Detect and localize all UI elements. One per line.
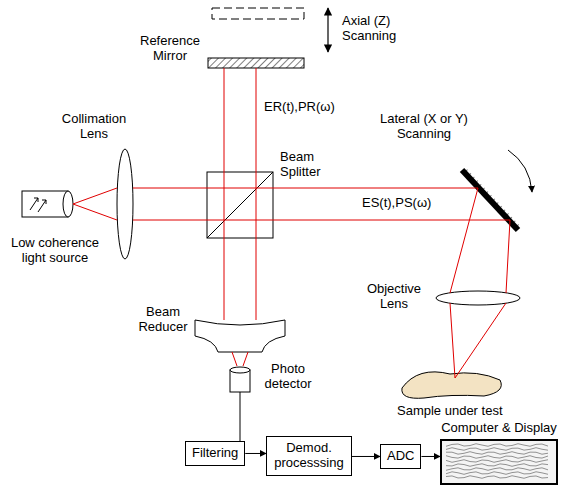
process-box: ADC [380,444,421,469]
image-texture [446,476,548,479]
beam-splitter [207,172,273,238]
light-source [22,191,73,217]
process-box: Demod. processsing [266,436,352,476]
image-texture [446,448,548,451]
emission-symbol [30,198,46,212]
rotation-arrow [508,150,532,192]
source-face [63,191,73,217]
field-label: ES(t),PS(ω) [360,196,433,211]
part-label: Low coherence light source [5,236,105,266]
detector-wire [240,392,241,441]
axial-arrow [327,8,328,52]
image-texture [446,468,548,470]
monitor-screen [440,439,558,485]
part-label: Beam Splitter [280,150,336,180]
image-texture [446,460,548,463]
box-text: Filtering [192,446,238,461]
image-texture [446,456,548,459]
computer-display: Computer & Display [440,421,558,485]
sample-tissue [402,372,501,398]
source-body [22,191,68,217]
part-label: Beam Reducer [134,305,192,335]
part-label: Collimation Lens [56,112,132,142]
signal-arrow [421,456,440,457]
reduced-beam [232,352,248,366]
horizontal-beam [133,188,510,220]
beam-reducer [195,320,285,352]
reference-mirror [208,58,304,68]
monitor-frame [441,440,557,484]
sample-arm-beam [450,188,510,293]
image-texture [446,452,548,455]
splitter-diagonal [207,172,273,238]
field-label: ER(t),PR(ω) [262,100,337,115]
focused-beam [450,303,506,378]
process-box: Filtering [185,441,245,466]
image-texture [446,464,548,467]
part-label: Reference Mirror [136,34,204,64]
scan-label: Lateral (X or Y) Scanning [372,112,476,142]
scan-mirror-hatch [464,168,520,228]
part-label: Objective Lens [360,282,428,312]
box-text: ADC [387,449,414,464]
part-label: Photo detector [258,362,318,392]
light-beams [73,68,510,378]
vertical-beam [224,68,256,320]
signal-arrow [245,453,266,454]
signal-arrow [352,456,380,457]
objective-lens [436,291,520,305]
image-texture [446,472,548,475]
mirror-position [212,8,304,19]
collimation-lens [117,149,133,259]
box-text: Demod. processsing [273,441,345,471]
display-heading: Computer & Display [440,421,558,436]
part-label: Sample under test [395,404,505,419]
detector-window [230,367,250,373]
scan-label: Axial (Z) Scanning [342,14,408,44]
image-texture [446,444,548,447]
source-beam [73,188,117,220]
